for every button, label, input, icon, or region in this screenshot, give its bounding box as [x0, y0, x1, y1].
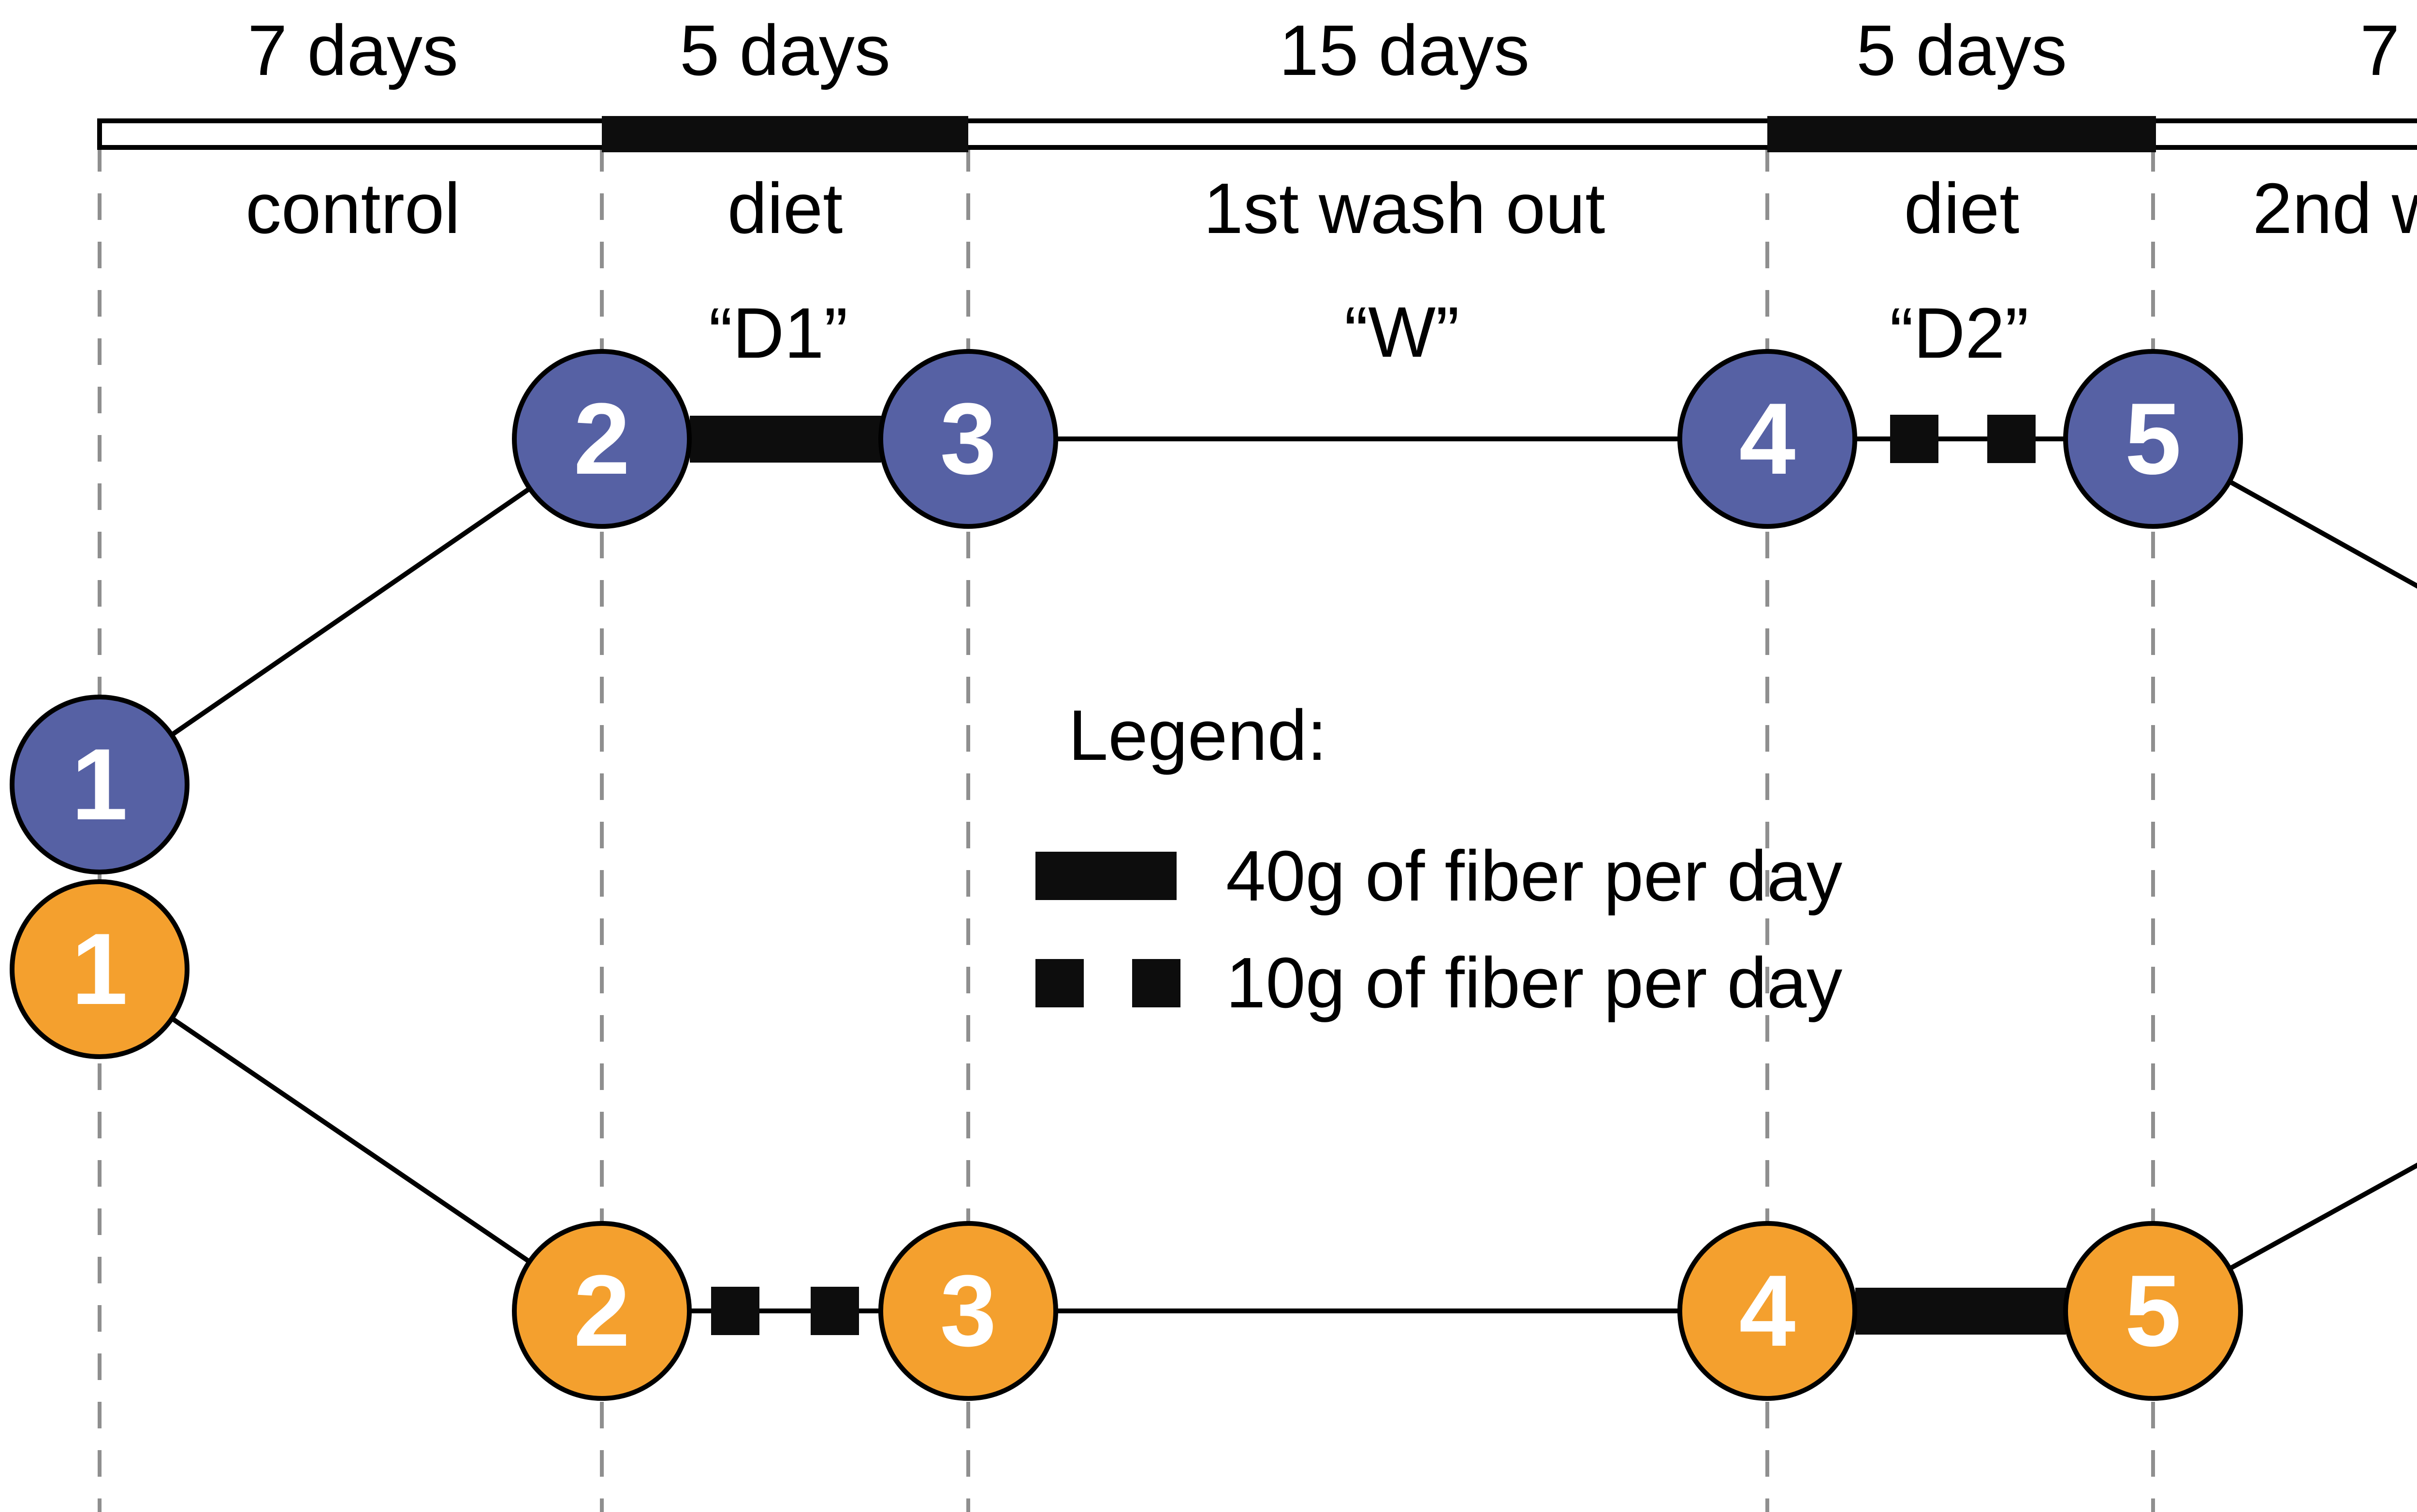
- node-orange-2: 2: [512, 1221, 692, 1401]
- node-orange-1: 1: [10, 879, 189, 1059]
- node-blue-3: 3: [878, 349, 1058, 529]
- phase-code-label: “D2”: [1890, 293, 2029, 373]
- legend-thick-bar-swatch: [1035, 852, 1177, 900]
- node-blue-4: 4: [1677, 349, 1857, 529]
- orange-arm-40g-bar: [1855, 1288, 2066, 1335]
- node-orange-3: 3: [878, 1221, 1058, 1401]
- period-name-label: 2nd wash out: [2252, 169, 2417, 248]
- period-name-label: diet: [1904, 169, 2020, 248]
- orange-arm-line-1-2: [98, 967, 603, 1313]
- orange-arm-10g-square: [811, 1287, 859, 1335]
- blue-arm-line-1-2: [98, 436, 603, 787]
- period-duration-label: 7 days: [2359, 11, 2417, 90]
- blue-arm-10g-square: [1987, 415, 2036, 463]
- period-name-label: control: [245, 169, 461, 248]
- period-duration-label: 15 days: [1279, 11, 1530, 90]
- period-name-label: 1st wash out: [1203, 169, 1605, 248]
- node-blue-1: 1: [10, 695, 189, 874]
- timeline-diet-segment-2: [1767, 116, 2156, 152]
- phase-code-label: “D1”: [709, 293, 848, 373]
- blue-arm-line-5-6: [2152, 436, 2417, 589]
- legend-item-label: 10g of fiber per day: [1226, 943, 1843, 1023]
- period-duration-label: 5 days: [679, 11, 891, 90]
- legend-10g-square-swatch: [1132, 959, 1180, 1007]
- legend-10g-square-swatch: [1035, 959, 1084, 1007]
- legend-title: Legend:: [1068, 696, 1327, 775]
- period-name-label: diet: [727, 169, 843, 248]
- period-duration-label: 5 days: [1856, 11, 2068, 90]
- node-blue-5: 5: [2063, 349, 2243, 529]
- orange-arm-line-5-6: [2152, 1163, 2417, 1313]
- blue-arm-40g-bar: [690, 416, 881, 463]
- node-orange-4: 4: [1677, 1221, 1857, 1401]
- node-blue-2: 2: [512, 349, 692, 529]
- orange-arm-10g-square: [711, 1287, 759, 1335]
- timeline-diet-segment-1: [602, 116, 968, 152]
- period-duration-label: 7 days: [247, 11, 459, 90]
- phase-code-label: “W”: [1344, 292, 1460, 372]
- node-orange-5: 5: [2063, 1221, 2243, 1401]
- legend-item-label: 40g of fiber per day: [1226, 836, 1843, 916]
- blue-arm-10g-square: [1890, 415, 1938, 463]
